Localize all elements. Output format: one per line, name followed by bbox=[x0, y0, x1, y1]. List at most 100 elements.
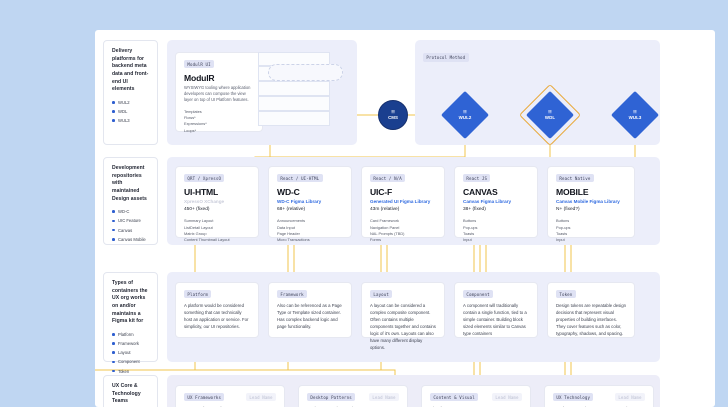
card-desktop-patterns[interactable]: Desktop Patterns Lead Name Designer Expe… bbox=[298, 385, 408, 407]
chip-content-visual: Content & Visual bbox=[430, 393, 479, 402]
sidebar-item: Platform bbox=[112, 332, 150, 338]
sidebar-item: Layout bbox=[112, 350, 150, 356]
sidebar-title-delivery: Delivery platforms for backend meta data… bbox=[112, 48, 149, 93]
node-wul2-label: WUL2 bbox=[458, 115, 472, 120]
sidebar-card-repositories: Development repositories with maintained… bbox=[103, 157, 158, 245]
card-uic-f-title: UIC-F bbox=[370, 187, 393, 198]
node-cms-label: CMS bbox=[388, 115, 398, 120]
sidebar-item: Token bbox=[112, 369, 150, 375]
card-platform[interactable]: Platform A platform would be considered … bbox=[175, 282, 259, 338]
card-uic-f-count: 43m (relative) bbox=[370, 207, 400, 213]
chip-mobile: React Native bbox=[556, 174, 594, 183]
card-mobile-title: MOBILE bbox=[556, 187, 589, 198]
node-cms[interactable]: ☷ CMS bbox=[378, 100, 408, 130]
grid-icon: ☷ bbox=[548, 109, 552, 114]
list-item: Templates bbox=[184, 108, 202, 114]
card-modulr-items: Templates Flows* Expressions* Loops* bbox=[184, 109, 254, 134]
list-item: Announcements bbox=[277, 218, 306, 224]
card-layout[interactable]: Layout A layout can be considered a comp… bbox=[361, 282, 445, 350]
sidebar-card-containers: Types of containers the UX org works on … bbox=[103, 272, 158, 374]
list-item: Buttons bbox=[463, 218, 477, 224]
card-modulr-body: WYSIWYG tooling where application develo… bbox=[184, 84, 251, 103]
wireframe-row bbox=[258, 81, 330, 96]
card-mobile-count: N+ (fixed?) bbox=[556, 207, 580, 213]
card-canvas-count: 38+ (fixed) bbox=[463, 207, 486, 213]
card-token[interactable]: Token Design tokens are repeatable desig… bbox=[547, 282, 635, 338]
list-item: Pop-ups bbox=[556, 224, 571, 230]
card-framework-desc: Also can be referenced as a Page Type or… bbox=[277, 303, 342, 330]
card-component[interactable]: Component A component will traditionally… bbox=[454, 282, 538, 338]
sidebar-card-delivery: Delivery platforms for backend meta data… bbox=[103, 40, 158, 145]
chip-component: Component bbox=[463, 290, 494, 299]
card-ui-html[interactable]: QRT / XpressO UI-HTML XpressO XChange 45… bbox=[175, 166, 259, 242]
card-component-desc: A component will traditionally contain a… bbox=[463, 303, 527, 336]
diagram-board[interactable]: Delivery platforms for backend meta data… bbox=[95, 30, 715, 407]
node-wul3-label: WUL3 bbox=[628, 115, 642, 120]
card-ux-technology[interactable]: UX Technology Lead Name Developer Experi… bbox=[544, 385, 654, 407]
card-platform-desc: A platform would be considered something… bbox=[184, 303, 249, 330]
list-item: Navigation Panel bbox=[370, 224, 400, 230]
node-wdl-wrapper[interactable]: ☷ WDL bbox=[518, 83, 582, 147]
wireframe-callout bbox=[268, 64, 343, 81]
node-wdl-label: WDL bbox=[544, 115, 556, 120]
card-canvas-sub: Canvas Figma Library bbox=[463, 198, 511, 204]
sidebar-item: Component bbox=[112, 359, 150, 365]
list-item: Loops* bbox=[184, 127, 197, 133]
card-canvas[interactable]: React JS CANVAS Canvas Figma Library 38+… bbox=[454, 166, 538, 242]
list-item: Input bbox=[463, 237, 472, 243]
card-ux-frameworks[interactable]: UX Frameworks Lead Name Frameworks, Temp… bbox=[175, 385, 285, 407]
chip-protocol-method: Protocol Method bbox=[423, 53, 469, 62]
list-item: Micro Transactions bbox=[277, 237, 310, 243]
card-wd-c-title: WD-C bbox=[277, 187, 300, 198]
card-ui-html-count: 450+ (fixed) bbox=[184, 207, 210, 213]
chip-framework: Framework bbox=[277, 290, 308, 299]
list-item: Summary Layout bbox=[184, 218, 214, 224]
sidebar-card-teams: UX Core & Technology Teams UX Frameworks bbox=[103, 375, 158, 407]
node-wul2-wrapper[interactable]: ☷ WUL2 bbox=[440, 90, 490, 140]
card-content-visual[interactable]: Content & Visual Lead Name Visual Langua… bbox=[421, 385, 531, 407]
grid-icon: ☷ bbox=[391, 109, 395, 114]
node-wul2: ☷ WUL2 bbox=[448, 98, 482, 132]
list-item: Buttons bbox=[556, 218, 570, 224]
chip-desktop-patterns: Desktop Patterns bbox=[307, 393, 356, 402]
card-ui-html-sub: XpressO XChange bbox=[184, 198, 225, 204]
chip-token: Token bbox=[556, 290, 576, 299]
chip-ux-frameworks: UX Frameworks bbox=[184, 393, 225, 402]
sidebar-item: UIC Feature bbox=[112, 218, 150, 224]
card-modulr[interactable]: ModulR UI ModulR WYSIWYG tooling where a… bbox=[175, 52, 263, 134]
chip-canvas: React JS bbox=[463, 174, 491, 183]
sidebar-list-containers: Platform Framework Layout Component Toke… bbox=[112, 332, 150, 375]
sidebar-title-repositories: Development repositories with maintained… bbox=[112, 165, 147, 202]
card-mobile[interactable]: React Native MOBILE Canvas Mobile Figma … bbox=[547, 166, 635, 242]
list-item: Flows* bbox=[184, 115, 196, 121]
card-token-desc: Design tokens are repeatable design deci… bbox=[556, 303, 626, 336]
list-item: Toasts bbox=[556, 231, 568, 237]
card-uic-f-sub: Generated UI Figma Library bbox=[370, 198, 431, 204]
list-item: ListDetail Layout bbox=[184, 224, 213, 230]
card-mobile-sub: Canvas Mobile Figma Library bbox=[556, 198, 620, 204]
wireframe-sketch bbox=[258, 52, 353, 132]
chip-lead-name: Lead Name bbox=[245, 393, 276, 402]
card-ui-html-items: Summary Layout ListDetail Layout Matrix … bbox=[184, 218, 250, 243]
list-item: Forms bbox=[370, 237, 382, 243]
sidebar-title-containers: Types of containers the UX org works on … bbox=[112, 280, 148, 325]
chip-lead-name: Lead Name bbox=[491, 393, 522, 402]
card-wd-c[interactable]: React / UI-HTML WD-C WD-C Figma Library … bbox=[268, 166, 352, 242]
chip-lead-name: Lead Name bbox=[368, 393, 399, 402]
card-modulr-title: ModulR bbox=[184, 73, 215, 84]
card-framework[interactable]: Framework Also can be referenced as a Pa… bbox=[268, 282, 352, 338]
chip-wd-c: React / UI-HTML bbox=[277, 174, 323, 183]
chip-uic-f: React / N/A bbox=[370, 174, 406, 183]
wireframe-row bbox=[258, 111, 330, 126]
list-item: Content Thumbnail Layout bbox=[184, 237, 230, 243]
card-wd-c-count: 68+ (relative) bbox=[277, 207, 306, 213]
chip-layout: Layout bbox=[370, 290, 393, 299]
card-uic-f-items: Card Framework Navigation Panel NAL Prom… bbox=[370, 218, 436, 243]
list-item: Matrix Group bbox=[184, 231, 207, 237]
chip-lead-name: Lead Name bbox=[614, 393, 645, 402]
list-item: Toasts bbox=[463, 231, 475, 237]
list-item: Data Input bbox=[277, 224, 295, 230]
card-uic-f[interactable]: React / N/A UIC-F Generated UI Figma Lib… bbox=[361, 166, 445, 242]
sidebar-title-teams: UX Core & Technology Teams bbox=[112, 383, 141, 405]
node-wul3-wrapper[interactable]: ☷ WUL3 bbox=[610, 90, 660, 140]
